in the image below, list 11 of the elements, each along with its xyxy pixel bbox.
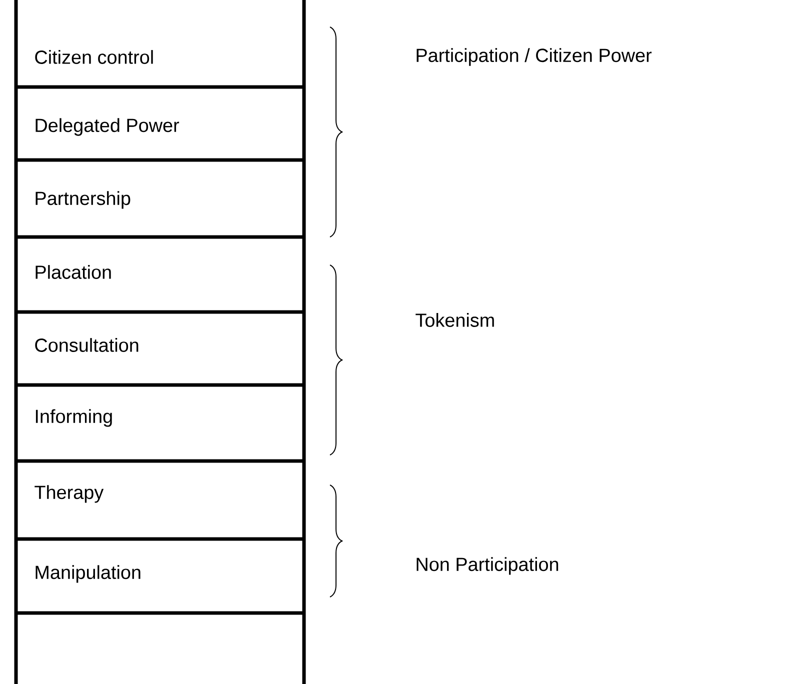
rung-label: Placation [36, 265, 111, 279]
rung-label: Partnership [36, 191, 130, 209]
group-label: Tokenism [416, 313, 494, 327]
rung-label: Therapy [34, 485, 104, 503]
rung-label: Citizen control [35, 50, 153, 64]
group-label: Participation / Citizen Power [416, 48, 652, 66]
rung-label: Informing [36, 409, 112, 427]
rung-label: Manipulation [36, 565, 140, 583]
rung-label: Delegated Power [36, 118, 180, 136]
group-label: Non Participation [416, 557, 558, 575]
rung-label: Consultation [35, 338, 138, 352]
